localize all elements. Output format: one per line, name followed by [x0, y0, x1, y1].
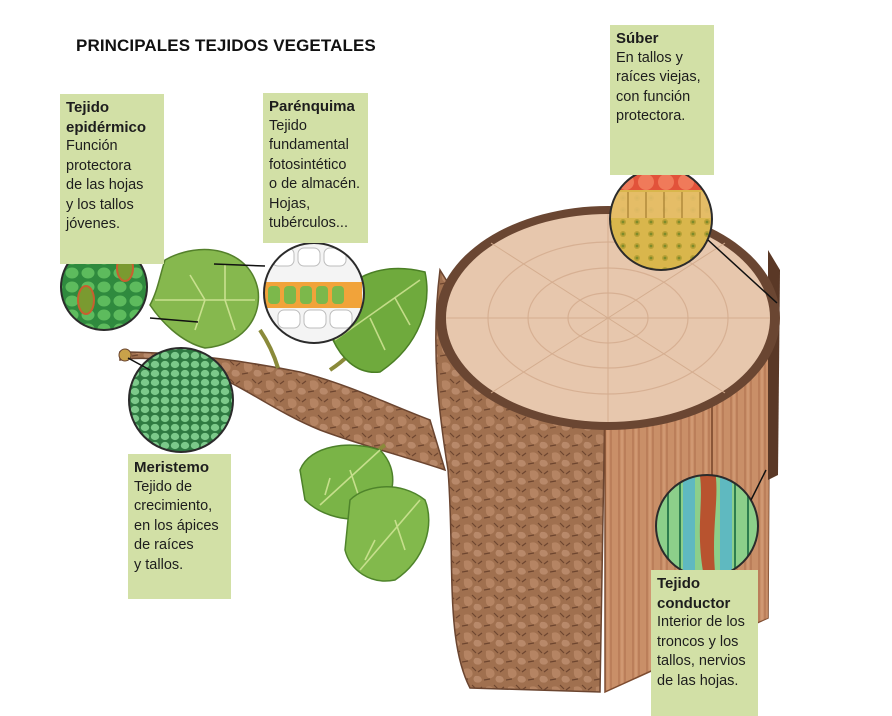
meristem-label: Meristemo Tejido de crecimiento, en los … [128, 454, 231, 599]
suber-description: En tallos y raíces viejas, con función p… [616, 49, 701, 125]
trunk [435, 206, 780, 694]
diagram-title: PRINCIPALES TEJIDOS VEGETALES [76, 36, 376, 55]
meristem-tissue-magnifier [127, 347, 234, 453]
meristem-description: Tejido de crecimiento, en los ápices de … [134, 478, 219, 573]
epidermic-tissue-magnifier [60, 243, 199, 331]
conductor-tissue-name: Tejido conductor [657, 575, 731, 612]
conductor-tissue-label: Tejido conductor Interior de los troncos… [651, 570, 758, 716]
suber-label: Súber En tallos y raíces viejas, con fun… [610, 25, 714, 175]
suber-name: Súber [616, 30, 659, 47]
parenchyma-tissue-magnifier [213, 242, 365, 344]
parenchyma-name: Parénquima [269, 98, 355, 115]
parenchyma-label: Parénquima Tejido fundamental fotosintét… [263, 93, 368, 243]
epidermic-tissue-name: Tejido epidérmico [66, 99, 147, 136]
epidermic-tissue-label: Tejido epidérmico Función protectora de … [60, 94, 164, 264]
epidermic-tissue-description: Función protectora de las hojas y los ta… [66, 138, 144, 232]
conductor-tissue-description: Interior de los troncos y los tallos, ne… [657, 614, 746, 689]
meristem-name: Meristemo [134, 459, 210, 476]
parenchyma-description: Tejido fundamental fotosintético o de al… [269, 117, 361, 232]
conductor-tissue-magnifier [655, 469, 767, 578]
